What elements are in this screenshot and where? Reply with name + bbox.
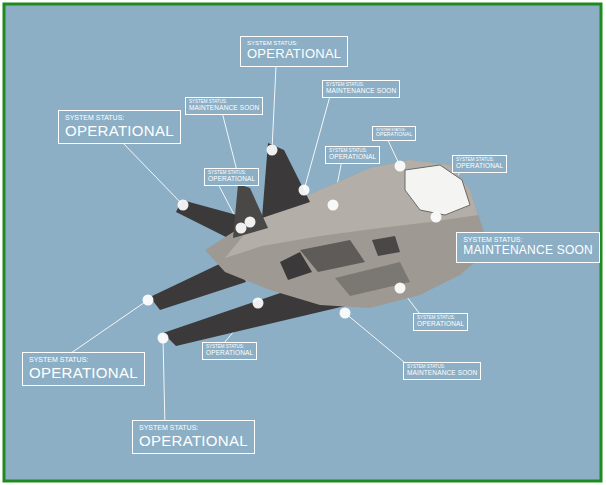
status-callout: SYSTEM STATUS:MAINTENANCE SOON (185, 97, 263, 115)
status-heading: SYSTEM STATUS: (417, 315, 464, 320)
status-value: OPERATIONAL (376, 132, 412, 138)
status-value: OPERATIONAL (139, 432, 248, 449)
status-heading: SYSTEM STATUS: (247, 40, 341, 47)
status-value: OPERATIONAL (329, 153, 376, 160)
status-callout: SYSTEM STATUS:MAINTENANCE SOON (456, 232, 600, 263)
status-value: MAINTENANCE SOON (189, 104, 259, 111)
status-heading: SYSTEM STATUS: (65, 114, 174, 122)
status-callout: SYSTEM STATUS:OPERATIONAL (240, 36, 348, 67)
status-callout: SYSTEM STATUS:MAINTENANCE SOON (403, 362, 481, 380)
status-value: OPERATIONAL (206, 349, 253, 356)
status-dots (143, 145, 491, 344)
status-callout: SYSTEM STATUS:OPERATIONAL (58, 110, 181, 144)
status-heading: SYSTEM STATUS: (407, 364, 477, 369)
status-heading: SYSTEM STATUS: (329, 148, 376, 153)
status-heading: SYSTEM STATUS: (326, 82, 396, 87)
status-value: MAINTENANCE SOON (326, 87, 396, 94)
status-value: OPERATIONAL (456, 162, 503, 169)
status-value: MAINTENANCE SOON (407, 369, 477, 376)
status-heading: SYSTEM STATUS: (456, 157, 503, 162)
status-callout: SYSTEM STATUS:OPERATIONAL (22, 352, 145, 386)
status-callout: SYSTEM STATUS:OPERATIONAL (325, 146, 380, 164)
status-value: OPERATIONAL (208, 175, 255, 182)
status-heading: SYSTEM STATUS: (206, 344, 253, 349)
status-callout: SYSTEM STATUS:MAINTENANCE SOON (322, 80, 400, 98)
status-heading: SYSTEM STATUS: (208, 170, 255, 175)
status-value: OPERATIONAL (65, 122, 174, 139)
status-callout: SYSTEM STATUS:OPERATIONAL (132, 420, 255, 454)
status-heading: SYSTEM STATUS: (463, 236, 593, 244)
status-callout: SYSTEM STATUS:OPERATIONAL (202, 342, 257, 360)
picture-frame (4, 4, 601, 481)
status-value: OPERATIONAL (29, 364, 138, 381)
status-value: MAINTENANCE SOON (463, 244, 593, 258)
status-value: OPERATIONAL (417, 320, 464, 327)
status-heading: SYSTEM STATUS: (139, 424, 248, 432)
status-value: OPERATIONAL (247, 47, 341, 62)
status-callout: SYSTEM STATUS:OPERATIONAL (372, 126, 416, 141)
status-callout: SYSTEM STATUS:OPERATIONAL (413, 313, 468, 331)
status-callout: SYSTEM STATUS:OPERATIONAL (204, 168, 259, 186)
status-callout: SYSTEM STATUS:OPERATIONAL (452, 155, 507, 173)
status-heading: SYSTEM STATUS: (29, 356, 138, 364)
status-heading: SYSTEM STATUS: (189, 99, 259, 104)
jet-body (150, 143, 485, 346)
